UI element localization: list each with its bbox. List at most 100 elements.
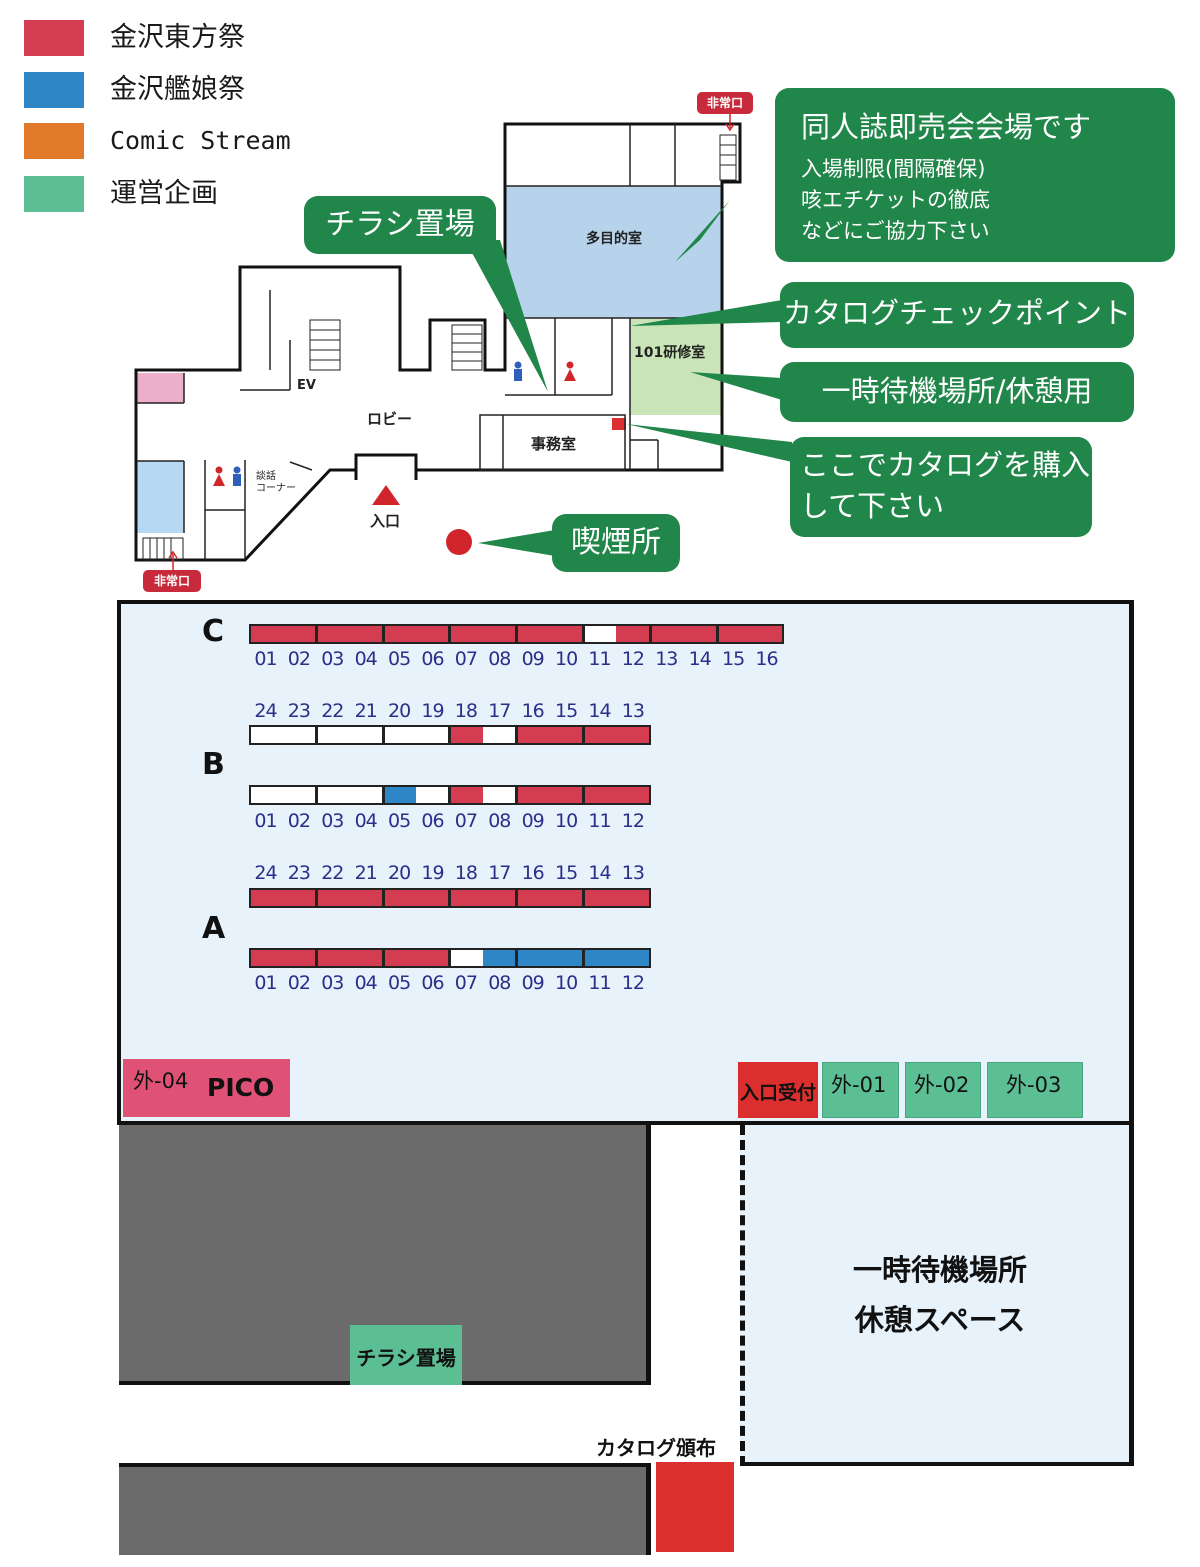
booth-table-outline [382,785,451,805]
booth-row-b_bottom-10[interactable] [549,786,583,804]
booth-row-a_bottom-08[interactable] [482,949,517,967]
venue-line-1: 入場制限(間隔確保) [801,157,986,181]
booth-row-a_top-24[interactable] [249,889,283,907]
booth-row-c-04[interactable] [349,625,383,643]
booth-row-a_top-21[interactable] [349,889,383,907]
booth-row-b_bottom-09[interactable] [516,786,550,804]
flyer-area-label: チラシ置場 [356,1346,456,1370]
booth-row-a_bottom-10[interactable] [549,949,583,967]
booth-row-b_top-23[interactable] [282,726,316,744]
catalog-distribution-booth[interactable] [656,1462,734,1552]
outside-04-booth[interactable]: 外-04 PICO [123,1059,290,1117]
booth-row-b_bottom-06[interactable] [416,786,450,804]
booth-number: 16 [521,700,545,722]
lobby-label: ロビー [367,410,413,428]
booth-row-b_top-17[interactable] [482,726,517,744]
booth-row-b_top-18[interactable] [449,726,483,744]
entrance-reception-label: 入口受付 [739,1082,816,1104]
booth-row-a_bottom-04[interactable] [349,949,383,967]
booth-row-b_bottom-08[interactable] [482,786,517,804]
booth-row-c-16[interactable] [750,625,784,643]
booth-number: 20 [388,700,411,722]
booth-number: 24 [254,700,277,722]
booth-row-c-11[interactable] [583,625,617,643]
booth-row-c-12[interactable] [616,625,650,643]
booth-row-b_top-20[interactable] [382,726,416,744]
booth-row-c-06[interactable] [416,625,450,643]
booth-row-c-15[interactable] [716,625,750,643]
booth-row-a_bottom-12[interactable] [616,949,650,967]
booth-number: 06 [421,972,444,994]
booth-row-a_bottom-06[interactable] [416,949,450,967]
booth-row-c-01[interactable] [249,625,283,643]
booth-row-b_top-13[interactable] [616,726,650,744]
booth-row-a_bottom-09[interactable] [516,949,550,967]
legend-swatch-comic-stream [24,123,84,159]
booth-row-a_bottom-05[interactable] [382,949,416,967]
booth-row-a_top-19[interactable] [416,889,450,907]
entrance-arrow-icon [372,485,400,505]
booth-row-c-13[interactable] [649,625,684,643]
booth-row-b_bottom-04[interactable] [349,786,383,804]
booth-row-a_top-16[interactable] [516,889,550,907]
booth-row-a_bottom-11[interactable] [583,949,617,967]
booth-row-a_top-20[interactable] [382,889,416,907]
booth-row-c-07[interactable] [449,625,483,643]
booth-row-c-05[interactable] [382,625,416,643]
booth-row-b_bottom-03[interactable] [315,786,350,804]
booth-row-a_top-22[interactable] [315,889,350,907]
booth-row-c-14[interactable] [683,625,717,643]
booth-row-b_top-24[interactable] [249,726,283,744]
emergency-exit-top: 非常口 [697,92,753,114]
booth-row-b_bottom-02[interactable] [282,786,316,804]
booth-row-c-03[interactable] [315,625,350,643]
booth-row-b_top-22[interactable] [315,726,350,744]
flyer-area: チラシ置場 [350,1325,462,1385]
booth-table-outline [516,888,584,908]
booth-row-a_top-14[interactable] [583,889,617,907]
outside-01-booth[interactable]: 外-01 [822,1062,899,1118]
legend-label-touhou: 金沢東方祭 [110,22,245,53]
booth-number: 18 [454,700,478,722]
booth-table-outline [516,624,584,644]
booth-row-a_top-17[interactable] [482,889,517,907]
booth-row-b_top-21[interactable] [349,726,383,744]
booth-table-outline [249,725,317,745]
booth-row-c-10[interactable] [549,625,583,643]
booth-table-outline [382,624,451,644]
booth-row-c-08[interactable] [482,625,517,643]
booth-row-b_bottom-01[interactable] [249,786,283,804]
booth-row-a_bottom-02[interactable] [282,949,316,967]
booth-row-b_bottom-07[interactable] [449,786,483,804]
booth-table-outline [516,725,584,745]
booth-row-b_bottom-12[interactable] [616,786,650,804]
booth-row-a_top-23[interactable] [282,889,316,907]
outside-02-label: 外-02 [914,1073,970,1097]
booth-table-outline [315,948,384,968]
talk-corner-label-2: コーナー [256,483,296,494]
outside-03-booth[interactable]: 外-03 [987,1062,1083,1118]
row-c-label: C [202,614,225,649]
booth-row-b_top-15[interactable] [549,726,583,744]
buy-catalog-line-2: して下さい [800,489,945,523]
booth-row-a_top-15[interactable] [549,889,583,907]
waiting-line-2: 休憩スペース [854,1303,1026,1337]
booth-number: 03 [321,648,344,670]
booth-row-b_top-19[interactable] [416,726,450,744]
booth-row-a_bottom-01[interactable] [249,949,283,967]
booth-number: 07 [454,810,478,832]
booth-number: 17 [488,700,511,722]
booth-row-b_top-14[interactable] [583,726,617,744]
outside-02-booth[interactable]: 外-02 [905,1062,981,1118]
booth-row-b_bottom-11[interactable] [583,786,617,804]
booth-row-a_top-13[interactable] [616,889,650,907]
booth-row-b_top-16[interactable] [516,726,550,744]
booth-row-a_bottom-03[interactable] [315,949,350,967]
booth-row-a_top-18[interactable] [449,889,483,907]
booth-row-c-09[interactable] [516,625,550,643]
booth-number: 10 [555,810,578,832]
booth-number: 08 [488,648,511,670]
booth-row-b_bottom-05[interactable] [382,786,416,804]
booth-row-c-02[interactable] [282,625,316,643]
booth-row-a_bottom-07[interactable] [449,949,483,967]
